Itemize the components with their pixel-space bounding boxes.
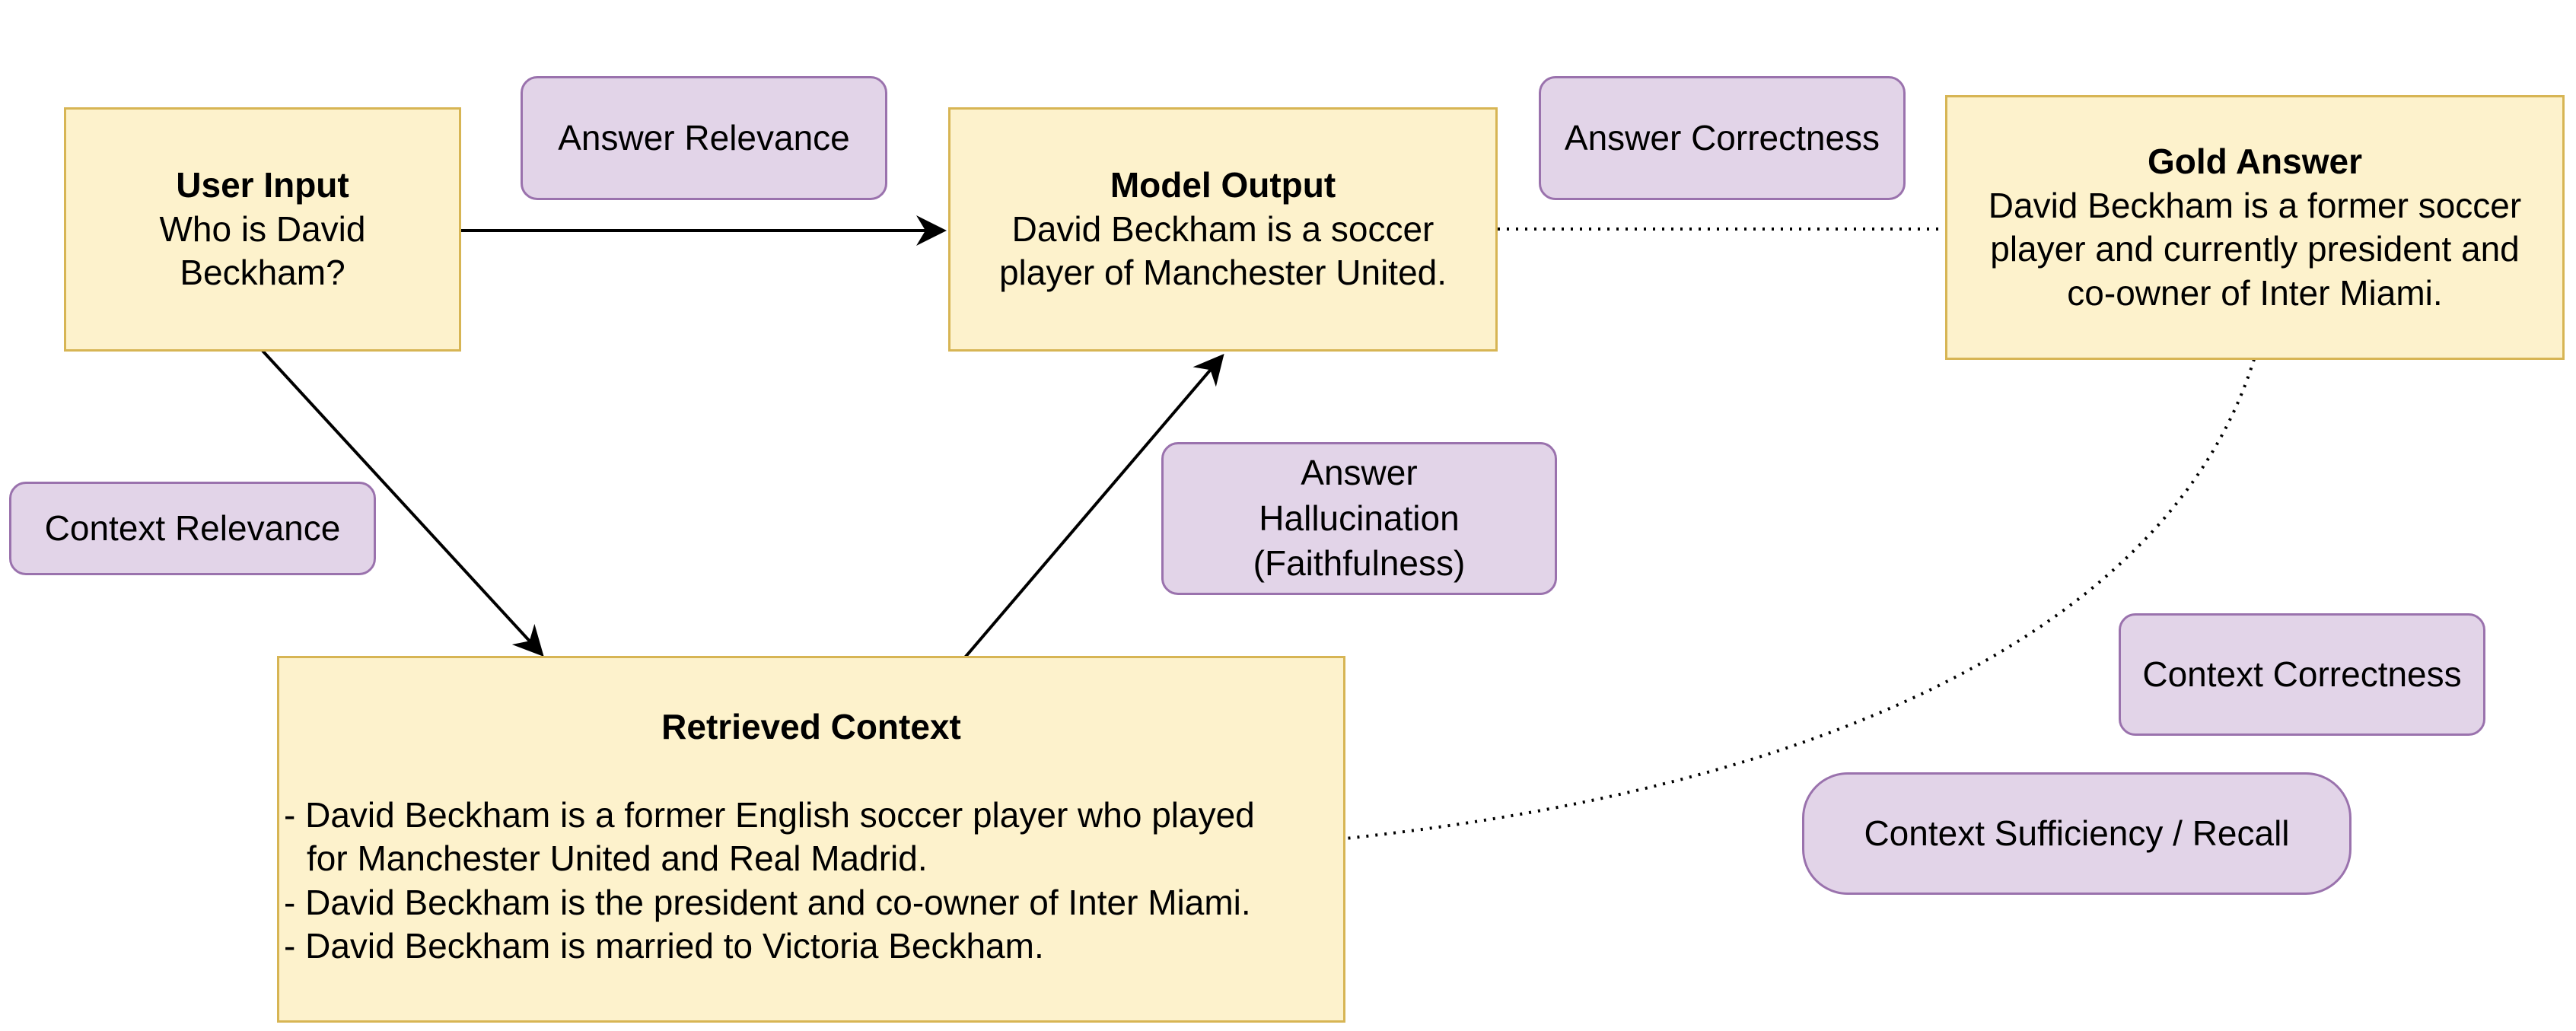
context-correctness-label: Context Correctness	[2119, 613, 2485, 736]
retrieved-context-title: Retrieved Context	[661, 707, 961, 746]
gold-answer-text: David Beckham is a former soccer player …	[1988, 185, 2522, 313]
user-input-node: User Input Who is David Beckham?	[64, 107, 461, 352]
model-output-node: Model Output David Beckham is a soccer p…	[948, 107, 1498, 352]
arrow-user-input-to-retrieved-context	[261, 349, 544, 657]
context-item: - David Beckham is the president and co-…	[284, 882, 1251, 922]
context-sufficiency-label: Context Sufficiency / Recall	[1802, 772, 2352, 895]
context-item: - David Beckham is married to Victoria B…	[284, 926, 1044, 966]
user-input-title: User Input	[176, 165, 349, 205]
context-item-continuation: for Manchester United and Real Madrid.	[307, 838, 928, 878]
answer-relevance-label: Answer Relevance	[521, 76, 887, 200]
answer-hallucination-label: Answer Hallucination (Faithfulness)	[1161, 442, 1557, 595]
gold-answer-title: Gold Answer	[2148, 142, 2362, 181]
link-gold-answer-to-retrieved-context	[1345, 358, 2256, 840]
user-input-text: Who is David Beckham?	[159, 208, 366, 293]
context-item: - David Beckham is a former English socc…	[284, 794, 1255, 835]
context-relevance-label: Context Relevance	[9, 482, 376, 575]
answer-correctness-label: Answer Correctness	[1539, 76, 1906, 200]
retrieved-context-list: - David Beckham is a former English socc…	[279, 794, 1343, 969]
gold-answer-node: Gold Answer David Beckham is a former so…	[1945, 95, 2565, 360]
model-output-text: David Beckham is a soccer player of Manc…	[998, 208, 1447, 293]
retrieved-context-node: Retrieved Context - David Beckham is a f…	[277, 656, 1345, 1023]
arrow-retrieved-context-to-model-output	[963, 353, 1224, 659]
model-output-title: Model Output	[1110, 165, 1336, 205]
